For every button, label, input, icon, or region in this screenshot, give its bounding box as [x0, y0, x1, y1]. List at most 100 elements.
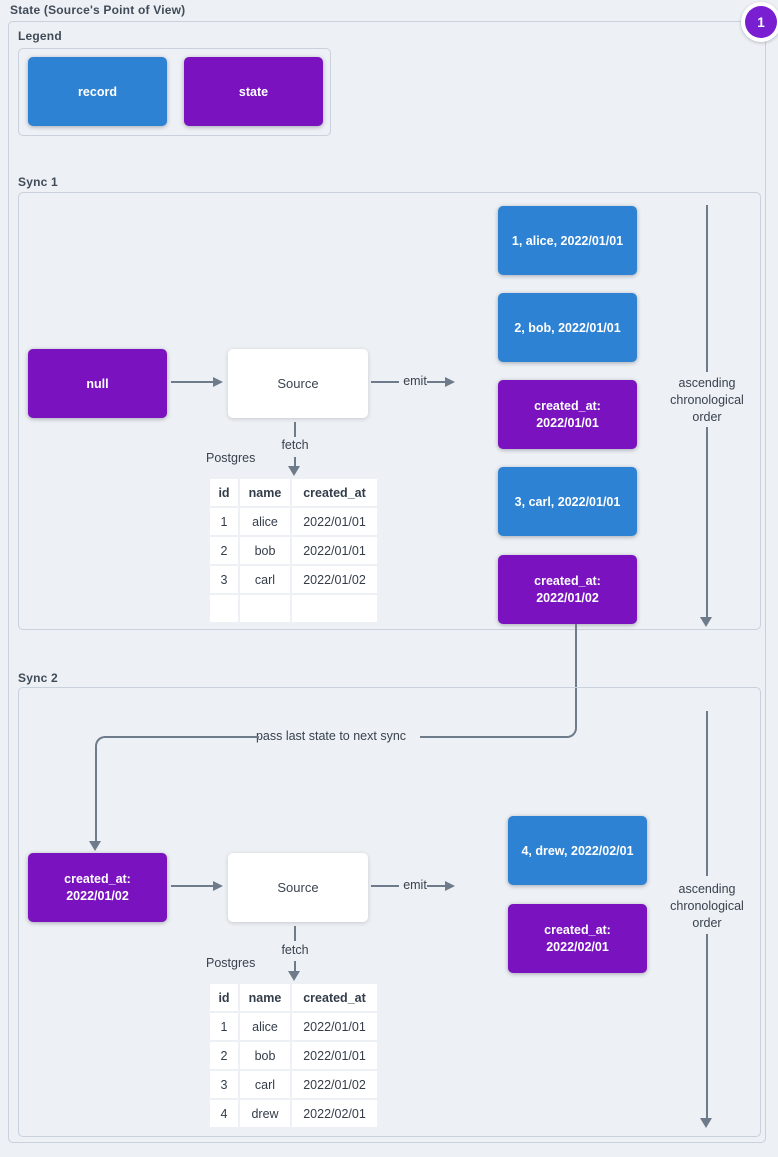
sync2-fetch-arrowhead-icon — [288, 971, 300, 981]
sync1-fetch-label: fetch — [281, 438, 309, 452]
sync1-emit-line-left — [371, 381, 399, 383]
table-header: name — [240, 479, 290, 506]
sync2-order-line-bottom — [706, 934, 708, 1118]
state-text-line1: created_at: — [534, 574, 601, 588]
sync1-fetch-line-bottom — [294, 457, 296, 466]
legend-state-box: state — [184, 57, 323, 126]
table-cell: bob — [240, 537, 290, 564]
sync1-state-to-source-line — [171, 381, 213, 383]
sync2-input-state-box: created_at: 2022/01/02 — [28, 853, 167, 922]
sync2-label: Sync 2 — [18, 671, 58, 685]
table-header: created_at — [292, 479, 377, 506]
sync1-state-to-source-arrowhead-icon — [213, 377, 223, 387]
sync1-source-text: Source — [277, 376, 319, 391]
table-cell: bob — [240, 1042, 290, 1069]
sync2-state-to-source-arrowhead-icon — [213, 881, 223, 891]
table-cell: 2022/01/02 — [292, 1071, 377, 1098]
table-cell: 3 — [210, 566, 238, 593]
sync2-fetch-line-bottom — [294, 961, 296, 971]
state-text-line2: 2022/01/02 — [536, 591, 599, 605]
sync1-panel — [18, 192, 761, 630]
table-cell: 2 — [210, 1042, 238, 1069]
connector-corner-right — [563, 726, 577, 738]
sync2-emitted-state-1: created_at: 2022/02/01 — [508, 904, 647, 973]
sync1-emitted-record-3: 3, carl, 2022/01/01 — [498, 467, 637, 536]
connector-line-down-to-sync2 — [95, 748, 97, 841]
legend-state-text: state — [238, 84, 269, 99]
record-text: 1, alice, 2022/01/01 — [511, 233, 624, 248]
sync2-emit-line-left — [371, 885, 399, 887]
table-cell: 2 — [210, 537, 238, 564]
table-header: id — [210, 479, 238, 506]
sync1-emitted-record-1: 1, alice, 2022/01/01 — [498, 206, 637, 275]
sync2-state-to-source-line — [171, 885, 213, 887]
sync2-emitted-record-1: 4, drew, 2022/02/01 — [508, 816, 647, 885]
record-text: 2, bob, 2022/01/01 — [514, 320, 621, 335]
connector-line-down-from-state — [575, 624, 577, 726]
sync2-order-arrowhead-icon — [700, 1118, 712, 1128]
connector-line-horizontal-left — [108, 736, 259, 738]
record-text: 4, drew, 2022/02/01 — [521, 843, 634, 858]
state-text-line2: 2022/01/01 — [536, 416, 599, 430]
table-cell: 1 — [210, 508, 238, 535]
sync2-fetch-line-top — [294, 926, 296, 941]
outer-panel — [8, 21, 766, 1143]
sync1-emit-arrowhead-icon — [445, 377, 455, 387]
connector-arrowhead-icon — [89, 841, 101, 851]
state-text-line1: created_at: — [534, 399, 601, 413]
table-cell — [292, 595, 377, 622]
state-text-line1: created_at: — [64, 872, 131, 886]
sync2-source-text: Source — [277, 880, 319, 895]
sync2-emit-line-right — [427, 885, 445, 887]
sync1-postgres-label: Postgres — [206, 451, 256, 465]
table-header: name — [240, 984, 290, 1011]
table-cell — [210, 595, 238, 622]
state-text-line1: created_at: — [544, 923, 611, 937]
sync1-input-state-text: null — [86, 376, 109, 391]
table-cell: 2022/01/01 — [292, 1013, 377, 1040]
table-cell: 2022/01/02 — [292, 566, 377, 593]
table-cell: 2022/01/01 — [292, 1042, 377, 1069]
sync2-postgres-label: Postgres — [206, 956, 256, 970]
table-row — [210, 595, 377, 622]
connector-label: pass last state to next sync — [255, 729, 407, 743]
table-header: created_at — [292, 984, 377, 1011]
sync1-fetch-line-top — [294, 422, 296, 437]
table-cell: 2022/01/01 — [292, 537, 377, 564]
sync2-fetch-label: fetch — [281, 943, 309, 957]
connector-line-horizontal-right — [420, 736, 563, 738]
table-cell: carl — [240, 566, 290, 593]
sync1-source-box: Source — [228, 349, 368, 418]
state-text-line2: 2022/01/02 — [66, 889, 129, 903]
table-cell: 2022/02/01 — [292, 1100, 377, 1127]
connector-corner-left — [95, 736, 109, 748]
table-cell: 1 — [210, 1013, 238, 1040]
legend-record-box: record — [28, 57, 167, 126]
sync2-order-line-top — [706, 711, 708, 876]
sync1-fetch-arrowhead-icon — [288, 466, 300, 476]
sync1-label: Sync 1 — [18, 175, 58, 189]
sync1-emitted-record-2: 2, bob, 2022/01/01 — [498, 293, 637, 362]
table-cell: alice — [240, 508, 290, 535]
record-text: 3, carl, 2022/01/01 — [514, 494, 621, 509]
legend-label: Legend — [18, 29, 62, 43]
table-cell: alice — [240, 1013, 290, 1040]
sync1-emitted-state-1: created_at: 2022/01/01 — [498, 380, 637, 449]
legend-panel — [18, 48, 331, 136]
sync1-emitted-state-2: created_at: 2022/01/02 — [498, 555, 637, 624]
sync2-order-note: ascending chronological order — [670, 882, 744, 930]
state-text-line2: 2022/02/01 — [546, 940, 609, 954]
sync2-emit-label: emit — [403, 878, 427, 892]
sync1-input-state-box: null — [28, 349, 167, 418]
step-badge-ring: 1 — [741, 2, 778, 42]
